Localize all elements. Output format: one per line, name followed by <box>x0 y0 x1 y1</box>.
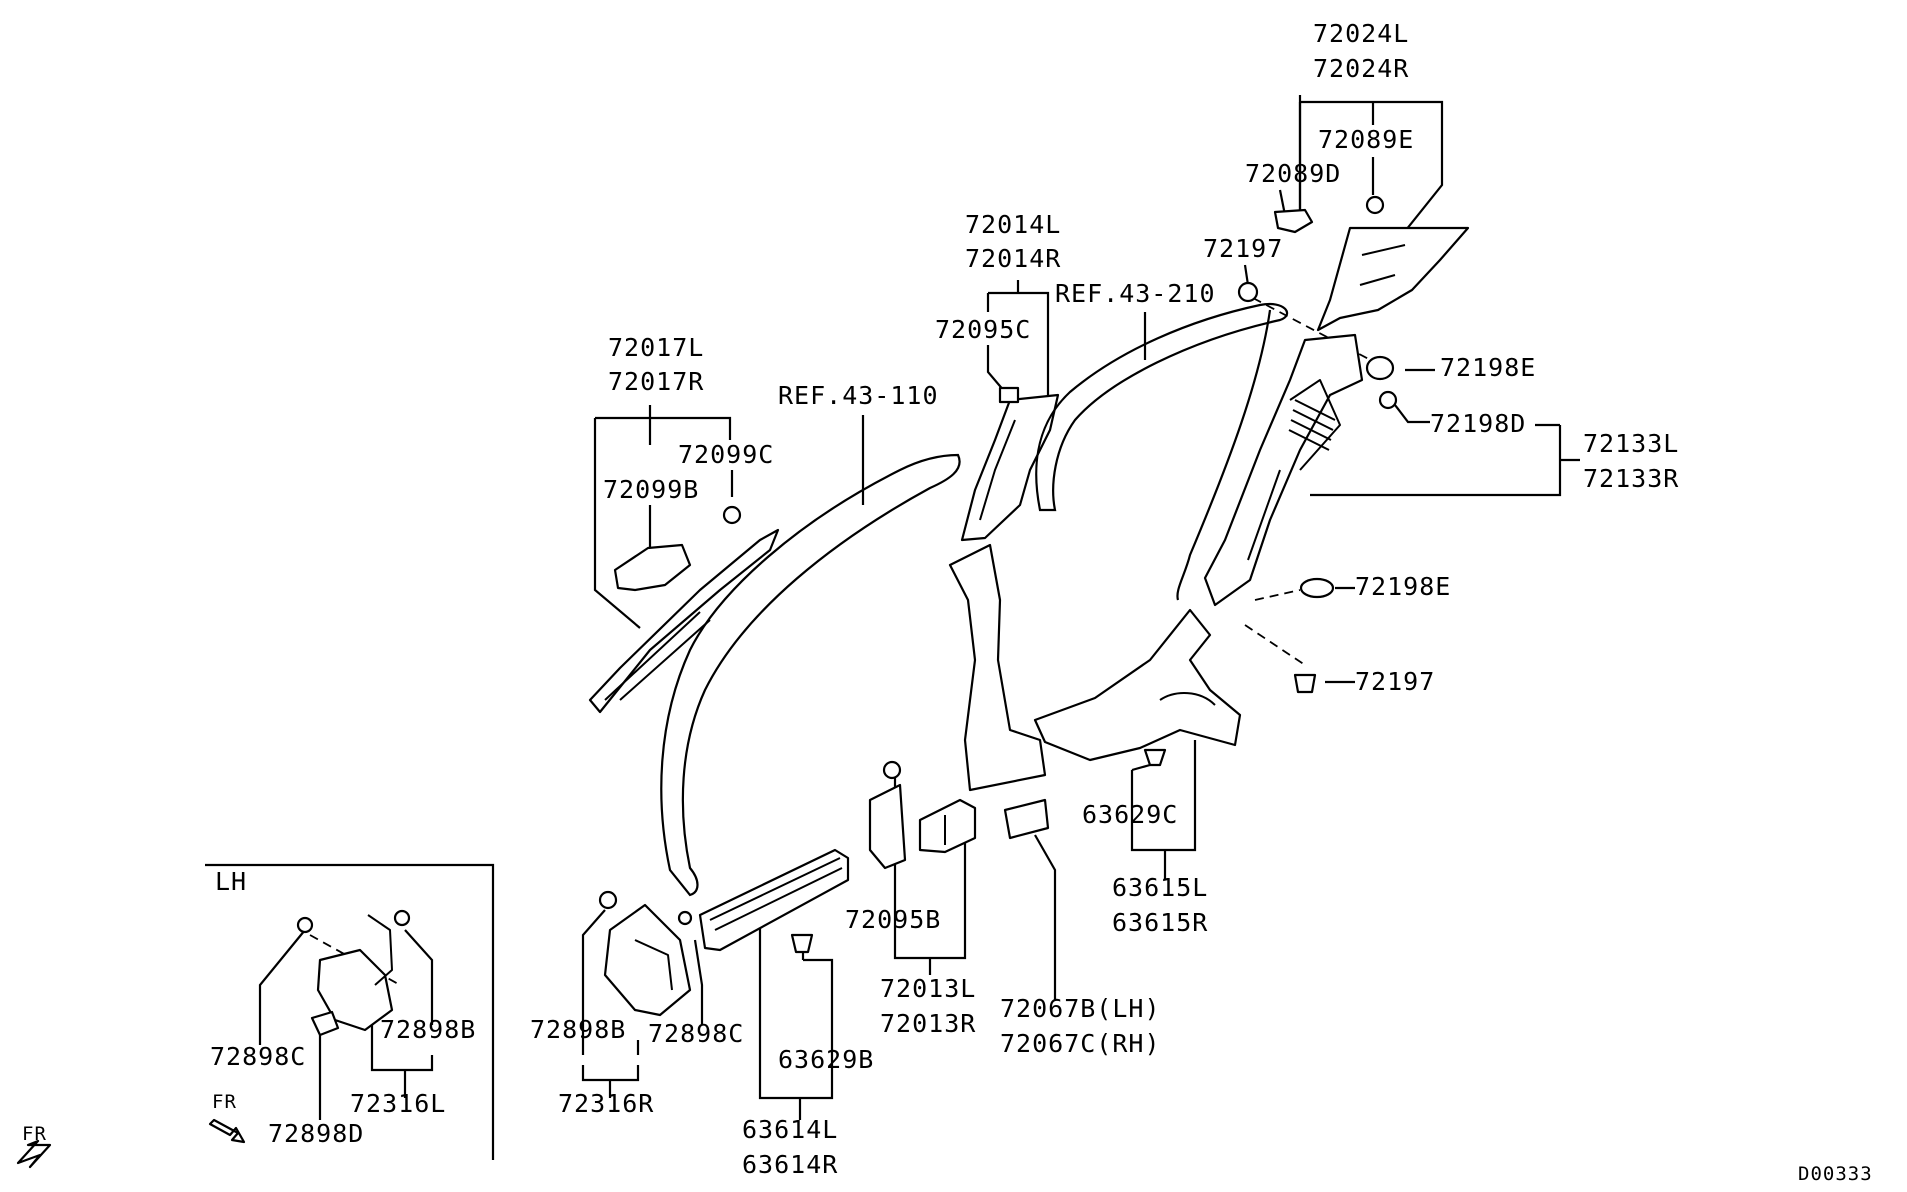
label-72198E-mid: 72198E <box>1355 572 1451 601</box>
part-72898D-clip-inset <box>310 1010 340 1037</box>
part-72099B-bracket <box>613 543 692 592</box>
label-72197-mid: 72197 <box>1355 667 1435 696</box>
part-63629C-clip <box>1143 748 1167 767</box>
front-marker: FR <box>22 1123 47 1145</box>
label-63615L: 63615L <box>1112 873 1208 902</box>
label-72898C-main: 72898C <box>648 1019 744 1048</box>
part-center-scuff-plate <box>918 798 977 854</box>
part-kick-panel-inset <box>316 914 394 1032</box>
label-72316L: 72316L <box>350 1089 446 1118</box>
label-72017R: 72017R <box>608 367 704 396</box>
label-72198E-top: 72198E <box>1440 353 1536 382</box>
label-63614R: 63614R <box>742 1150 838 1179</box>
part-72198E-cap-top <box>1365 355 1395 381</box>
label-72067B: 72067B(LH) <box>1000 994 1161 1023</box>
part-72898B-clip-inset <box>393 909 411 927</box>
part-72198E-cap-mid <box>1299 577 1335 599</box>
label-63614L: 63614L <box>742 1115 838 1144</box>
label-72067C: 72067C(RH) <box>1000 1029 1161 1058</box>
part-front-scuff-plate <box>698 848 850 952</box>
part-rear-door-weatherstrip <box>1035 302 1288 601</box>
label-72024R: 72024R <box>1313 54 1409 83</box>
label-72013L: 72013L <box>880 974 976 1003</box>
part-center-pillar-lower <box>948 543 1047 792</box>
label-72898D: 72898D <box>268 1119 364 1148</box>
part-72099C-clip <box>722 505 742 525</box>
label-72133R: 72133R <box>1583 464 1679 493</box>
part-72898C-clip-main <box>677 910 693 926</box>
label-72898C-inset: 72898C <box>210 1042 306 1071</box>
part-72067-cover <box>1003 798 1050 840</box>
label-72089E: 72089E <box>1318 125 1414 154</box>
part-72013-trim <box>868 783 907 870</box>
part-72089D-clip <box>1273 208 1314 234</box>
label-72095B: 72095B <box>845 905 941 934</box>
part-rear-scuff-plate <box>1033 608 1242 762</box>
inset-title: LH <box>215 867 247 896</box>
label-72017L: 72017L <box>608 333 704 362</box>
part-kick-panel-main <box>603 903 692 1017</box>
part-rear-quarter-upper <box>1316 226 1470 332</box>
part-front-door-weatherstrip <box>660 453 961 897</box>
front-direction-arrow <box>16 1139 52 1169</box>
label-72099B: 72099B <box>603 475 699 504</box>
part-72089E-clip <box>1365 195 1385 215</box>
label-72014L: 72014L <box>965 210 1061 239</box>
part-rear-pillar-trim <box>1203 333 1364 607</box>
part-center-pillar-upper <box>960 393 1060 542</box>
label-72095C: 72095C <box>935 315 1031 344</box>
part-72197-clip-top <box>1237 281 1259 303</box>
label-ref-43-110: REF.43-110 <box>778 381 939 410</box>
part-72095B-clip <box>882 760 902 780</box>
part-72095C-clip <box>998 386 1020 404</box>
label-72099C: 72099C <box>678 440 774 469</box>
label-72024L: 72024L <box>1313 19 1409 48</box>
label-72133L: 72133L <box>1583 429 1679 458</box>
label-63629C: 63629C <box>1082 800 1178 829</box>
part-72898B-clip-main <box>598 890 618 910</box>
label-72089D: 72089D <box>1245 159 1341 188</box>
inset-border <box>205 863 495 1160</box>
label-72014R: 72014R <box>965 244 1061 273</box>
inset-front-direction-arrow <box>208 1118 246 1144</box>
part-72197-clip-mid <box>1293 673 1317 694</box>
part-72198D-nut <box>1378 390 1398 410</box>
part-72898C-clip-inset <box>296 916 314 934</box>
label-72316R: 72316R <box>558 1089 654 1118</box>
label-72197-top: 72197 <box>1203 234 1283 263</box>
label-72013R: 72013R <box>880 1009 976 1038</box>
label-ref-43-210: REF.43-210 <box>1055 279 1216 308</box>
label-72898B-main: 72898B <box>530 1015 626 1044</box>
part-front-pillar-trim <box>588 528 780 714</box>
label-72898B-inset: 72898B <box>380 1015 476 1044</box>
part-63629B-clip <box>790 933 814 954</box>
label-72198D: 72198D <box>1430 409 1526 438</box>
inset-front-marker: FR <box>212 1091 237 1113</box>
label-63629B: 63629B <box>778 1045 874 1074</box>
drawing-code: D00333 <box>1798 1163 1873 1185</box>
part-labels: 72024L 72024R 72089E 72089D 72197 REF.43… <box>22 19 1873 1185</box>
label-63615R: 63615R <box>1112 908 1208 937</box>
